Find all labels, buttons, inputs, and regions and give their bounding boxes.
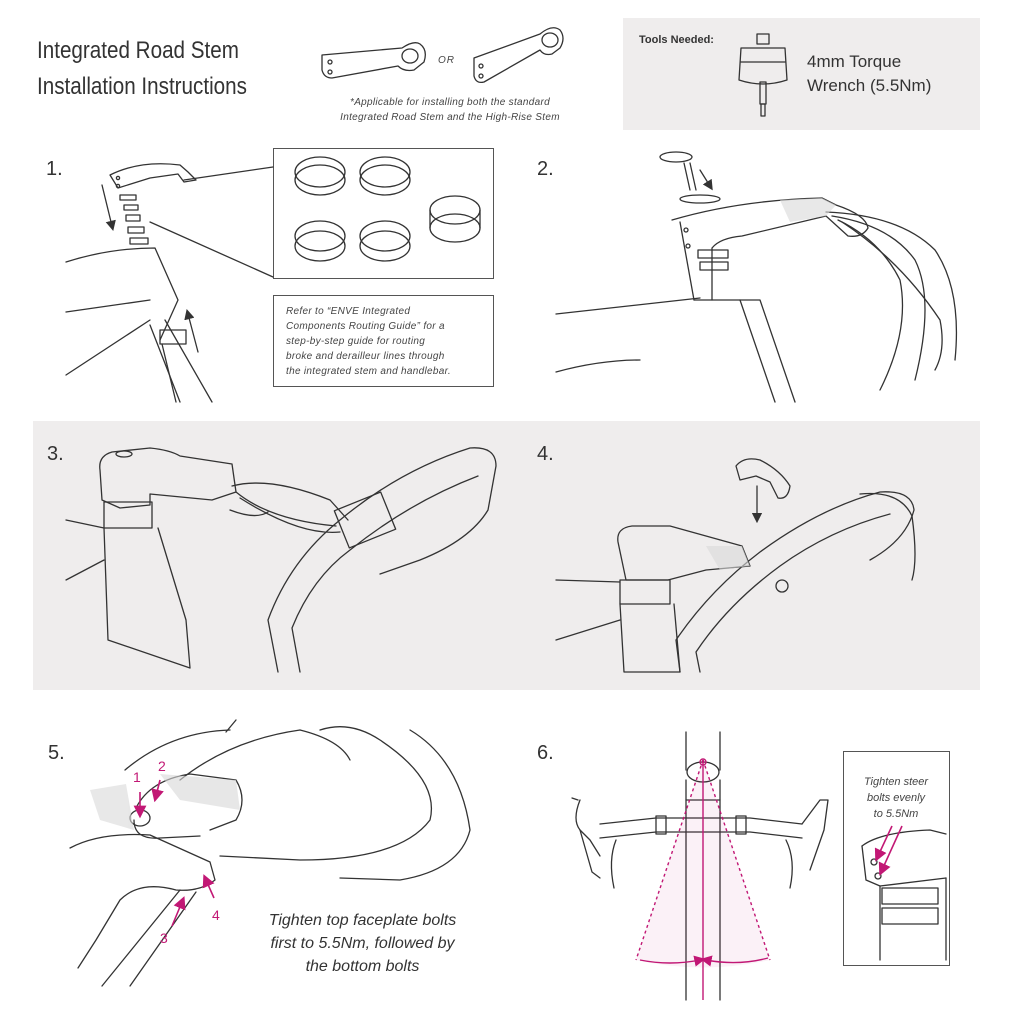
bolt-number-4: 4 bbox=[212, 907, 220, 923]
faceplate-tightening-instruction: Tighten top faceplate bolts first to 5.5… bbox=[225, 909, 500, 978]
steer-line-1: Tighten steer bbox=[863, 776, 929, 788]
routing-guide-note: Refer to “ENVE Integrated Components Rou… bbox=[273, 295, 494, 387]
steer-line-2: bolts evenly bbox=[866, 792, 926, 804]
step5-drawing bbox=[69, 719, 471, 987]
tool-name: 4mm Torque Wrench (5.5Nm) bbox=[807, 50, 977, 98]
bolt-number-2: 2 bbox=[158, 758, 166, 774]
steer-line-3: to 5.5Nm bbox=[873, 808, 919, 820]
steer-inset-drawing bbox=[861, 829, 947, 961]
note-line-2: Integrated Road Stem and the High-Rise S… bbox=[340, 112, 560, 123]
steer-bolts-inset-box bbox=[843, 751, 950, 966]
tool-line-1: 4mm Torque bbox=[807, 52, 902, 71]
refer-line-3: step-by-step guide for routing bbox=[286, 336, 426, 347]
step4-drawing bbox=[555, 458, 916, 673]
step3-drawing bbox=[65, 447, 497, 673]
tighten-line-3: the bottom bolts bbox=[305, 958, 420, 975]
step-number-5: 5. bbox=[48, 742, 65, 764]
page-title: Integrated Road Stem Installation Instru… bbox=[37, 33, 247, 105]
bolt-number-3: 3 bbox=[160, 930, 168, 946]
step-number-1: 1. bbox=[46, 158, 63, 180]
applicability-note: *Applicable for installing both the stan… bbox=[300, 95, 600, 125]
bolt-number-1: 1 bbox=[133, 769, 141, 785]
title-line-1: Integrated Road Stem bbox=[37, 37, 239, 64]
step-number-6: 6. bbox=[537, 742, 554, 764]
refer-line-1: Refer to “ENVE Integrated bbox=[286, 306, 411, 317]
tighten-line-2: first to 5.5Nm, followed by bbox=[270, 935, 455, 952]
title-line-2: Installation Instructions bbox=[37, 73, 247, 100]
refer-line-2: Components Routing Guide” for a bbox=[286, 321, 445, 332]
stem-standard-icon bbox=[321, 42, 426, 79]
refer-line-5: the integrated stem and handlebar. bbox=[286, 366, 451, 377]
step-number-2: 2. bbox=[537, 158, 554, 180]
spacers-drawing bbox=[294, 156, 481, 262]
stem-high-rise-icon bbox=[473, 27, 564, 84]
tool-line-2: Wrench (5.5Nm) bbox=[807, 76, 932, 95]
step6-drawing bbox=[571, 731, 829, 1001]
tools-label: Tools Needed: bbox=[639, 34, 714, 46]
step-number-3: 3. bbox=[47, 443, 64, 465]
tighten-line-1: Tighten top faceplate bolts bbox=[268, 912, 457, 929]
or-label: OR bbox=[438, 55, 455, 66]
steer-bolt-instruction: Tighten steer bolts evenly to 5.5Nm bbox=[846, 774, 946, 822]
note-line-1: *Applicable for installing both the stan… bbox=[350, 97, 550, 108]
step2-stem-drawing bbox=[555, 151, 958, 403]
refer-line-4: broke and derailleur lines through bbox=[286, 351, 445, 362]
steps-3-4-band bbox=[33, 421, 980, 690]
tools-panel bbox=[623, 18, 980, 130]
step1-frame-drawing bbox=[65, 163, 274, 403]
torque-wrench-icon bbox=[738, 33, 788, 117]
step-number-4: 4. bbox=[537, 443, 554, 465]
